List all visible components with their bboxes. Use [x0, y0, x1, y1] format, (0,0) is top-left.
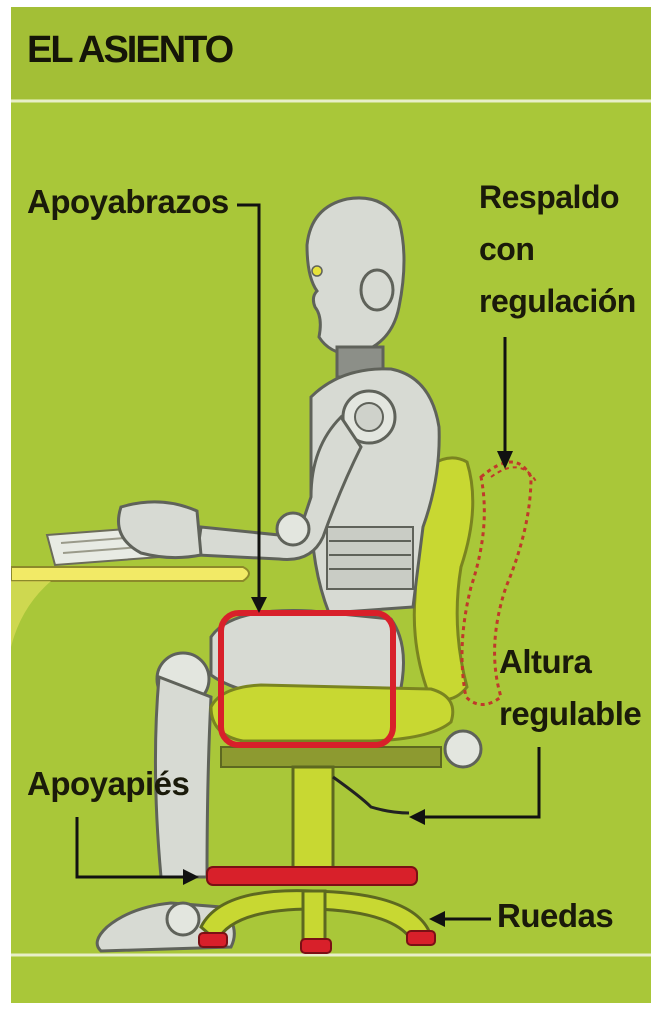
wheel — [407, 931, 435, 945]
gas-lift — [293, 767, 409, 877]
wheel — [199, 933, 227, 947]
label-footrest: Apoyapiés — [27, 765, 189, 804]
abdomen — [327, 527, 413, 589]
backrest-knob — [445, 731, 481, 767]
label-armrest: Apoyabrazos — [27, 183, 229, 222]
wheel-base — [199, 891, 435, 953]
label-backrest-line1: Respaldo — [479, 179, 619, 217]
wheel — [301, 939, 331, 953]
page-title: EL ASIENTO — [27, 29, 232, 72]
eye — [312, 266, 322, 276]
label-backrest-line2: con — [479, 231, 534, 269]
label-wheels: Ruedas — [497, 897, 613, 936]
label-height-line1: Altura — [499, 643, 591, 682]
chair-seat — [211, 685, 481, 767]
diagram-illustration — [11, 7, 651, 1003]
elbow-joint — [277, 513, 309, 545]
label-backrest-line3: regulación — [479, 283, 636, 321]
ear-disc — [361, 270, 393, 310]
footrest-bar — [207, 867, 417, 885]
ankle-joint — [167, 903, 199, 935]
diagram-panel: EL ASIENTO Apoyabrazos Respaldo con regu… — [11, 7, 651, 1003]
label-height-line2: regulable — [499, 695, 641, 734]
